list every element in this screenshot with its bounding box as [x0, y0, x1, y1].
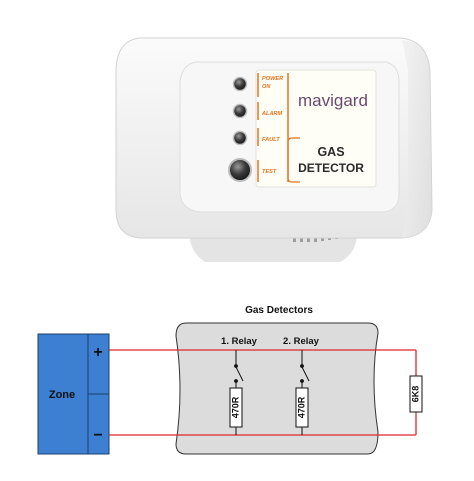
red-wires — [109, 349, 417, 436]
indicator-label-alarm: ALARM — [261, 111, 283, 117]
end-of-line-resistor-label: 6K8 — [410, 386, 420, 403]
power-led-icon — [232, 76, 248, 92]
diagram-title: Gas Detectors — [245, 305, 313, 316]
relay-1-circuit — [234, 350, 244, 435]
end-of-line-resistor — [409, 375, 423, 413]
wiring-diagram: Gas Detectors Zone + − 1. Relay 470R — [37, 305, 423, 455]
indicator-label-test: TEST — [262, 169, 277, 175]
indicator-label-power-line2: ON — [262, 84, 271, 90]
positive-terminal-label: + — [93, 344, 102, 361]
brand-logo: mavigard — [298, 91, 368, 110]
relay-2-label: 2. Relay — [283, 336, 320, 347]
alarm-led-icon — [232, 103, 248, 119]
resistor-1 — [229, 387, 243, 428]
relay-2-circuit — [300, 350, 310, 435]
zone-label: Zone — [49, 389, 75, 401]
detectors-panel — [175, 322, 379, 455]
resistor-2-label: 470R — [296, 396, 306, 418]
gas-detector-device: POWER ON ALARM FAULT TEST mavigard GAS D… — [115, 37, 433, 262]
resistor-2 — [295, 387, 309, 428]
fault-led-icon — [232, 130, 248, 146]
product-name-line2: DETECTOR — [298, 161, 364, 175]
negative-terminal-label: − — [93, 427, 102, 444]
indicator-label-fault: FAULT — [262, 137, 280, 143]
test-button-icon — [228, 158, 252, 182]
housing-side-shade — [402, 40, 432, 238]
front-label-panel — [255, 69, 377, 188]
resistor-1-label: 470R — [230, 396, 240, 418]
product-name-line1: GAS — [317, 145, 344, 159]
name-bracket — [287, 137, 300, 183]
indicator-label-power-line1: POWER — [262, 76, 283, 82]
relay-1-label: 1. Relay — [221, 336, 258, 347]
